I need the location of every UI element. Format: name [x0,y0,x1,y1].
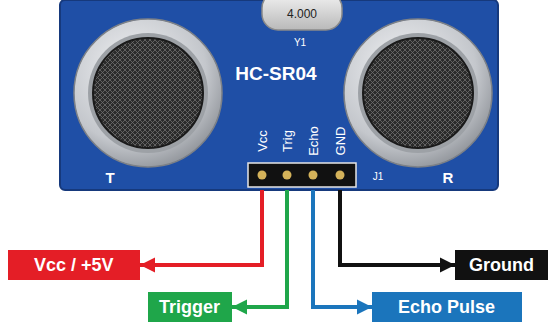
pin-callout: Echo Pulse [372,292,522,322]
callout-text: Vcc / +5V [34,254,114,276]
callout-text: Echo Pulse [398,296,496,318]
transmitter-transducer [74,19,222,167]
callout-text: Trigger [159,296,221,318]
pin-label: Trig [281,130,294,152]
crystal-oscillator [262,0,342,30]
receiver-transducer [344,19,492,167]
pin-label: GND [334,127,347,156]
pin-wire-arrow [232,190,287,307]
crystal-marking: 4.000 [287,8,317,20]
model-name: HC-SR04 [235,64,316,83]
pin-wire-arrow [340,190,455,265]
pin-label: Vcc [256,130,269,152]
sensor-board: HC-SR04 Y1Vcc Trig Echo GND T J1 R [60,0,498,190]
pin-header [248,163,356,187]
pin-callout: Vcc / +5V [8,250,140,280]
part-ref: Y1 [294,38,306,48]
pin-label: Echo [307,126,320,156]
pin-callout: Trigger [148,292,232,322]
callout-text: Ground [469,254,534,276]
pin-wire-arrow [313,190,372,307]
silkscreen-letter: T [105,170,114,185]
part-ref: J1 [373,172,384,182]
silkscreen-letter: R [443,170,454,185]
pin-callout: Ground [455,250,548,280]
pin-wire-arrow [140,190,262,265]
